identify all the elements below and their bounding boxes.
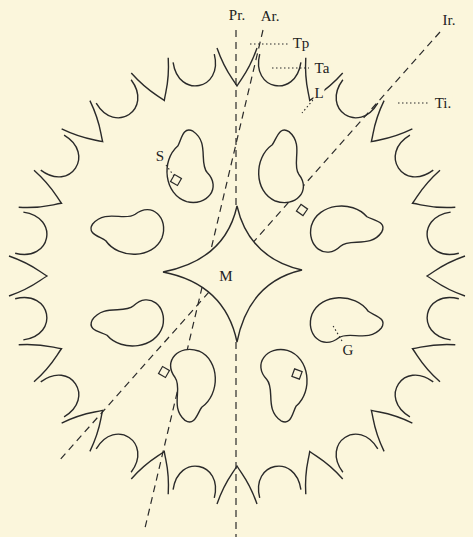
tentacle [41, 135, 87, 185]
tentacle-wall [19, 330, 69, 381]
gonad [90, 299, 165, 348]
tentacle [173, 462, 220, 497]
siphon-marks [159, 175, 308, 380]
tentacle [41, 366, 87, 416]
tentacle-wall [291, 58, 342, 108]
gonad [309, 296, 384, 345]
part-label: Ta [314, 60, 331, 77]
tentacle-wall [9, 256, 47, 296]
tentacle [15, 212, 50, 259]
tentacle-wall [62, 101, 117, 156]
tentacle [254, 462, 301, 497]
part-label: S [155, 148, 165, 165]
part-label: L [313, 85, 324, 102]
tentacle-wall [405, 330, 455, 381]
part-label: Ti. [434, 95, 453, 112]
tentacle-wall [131, 58, 182, 108]
square-mark [292, 369, 302, 379]
gonad [90, 207, 165, 256]
gonads [90, 129, 385, 424]
tentacle-wall [291, 444, 342, 494]
tentacle [15, 293, 50, 340]
tentacle [387, 135, 433, 185]
tentacle [327, 80, 377, 126]
tentacle-wall [131, 444, 182, 494]
gonad [168, 348, 217, 423]
tentacle-wall [357, 396, 412, 451]
leader-lines [166, 44, 428, 341]
tentacle [173, 54, 220, 89]
tentacle [96, 426, 146, 472]
tentacle-wall [19, 170, 69, 221]
plane-lines [58, 30, 440, 537]
part-label: G [342, 342, 355, 359]
part-label: M [218, 268, 233, 285]
part-label: Ir. [442, 12, 457, 29]
square-mark [159, 367, 170, 378]
tentacle [423, 293, 458, 340]
tentacle-wall [427, 256, 465, 296]
part-label: Tp [292, 35, 311, 52]
tentacle [96, 80, 146, 126]
part-label: Ar. [260, 8, 281, 25]
gonad [309, 204, 384, 253]
mouth [163, 206, 302, 342]
tentacle [327, 426, 377, 472]
square-mark [171, 175, 182, 186]
tentacle-ring [9, 48, 465, 504]
tentacle [387, 366, 433, 416]
square-mark [296, 204, 307, 215]
tentacle [254, 54, 301, 89]
tentacle-wall [217, 466, 257, 504]
tentacle-wall [405, 170, 455, 221]
gonad [260, 348, 309, 423]
tentacle-wall [357, 101, 412, 156]
gonad [257, 129, 306, 204]
part-label: Pr. [228, 7, 246, 24]
tentacle [423, 212, 458, 259]
gonad [165, 129, 214, 204]
